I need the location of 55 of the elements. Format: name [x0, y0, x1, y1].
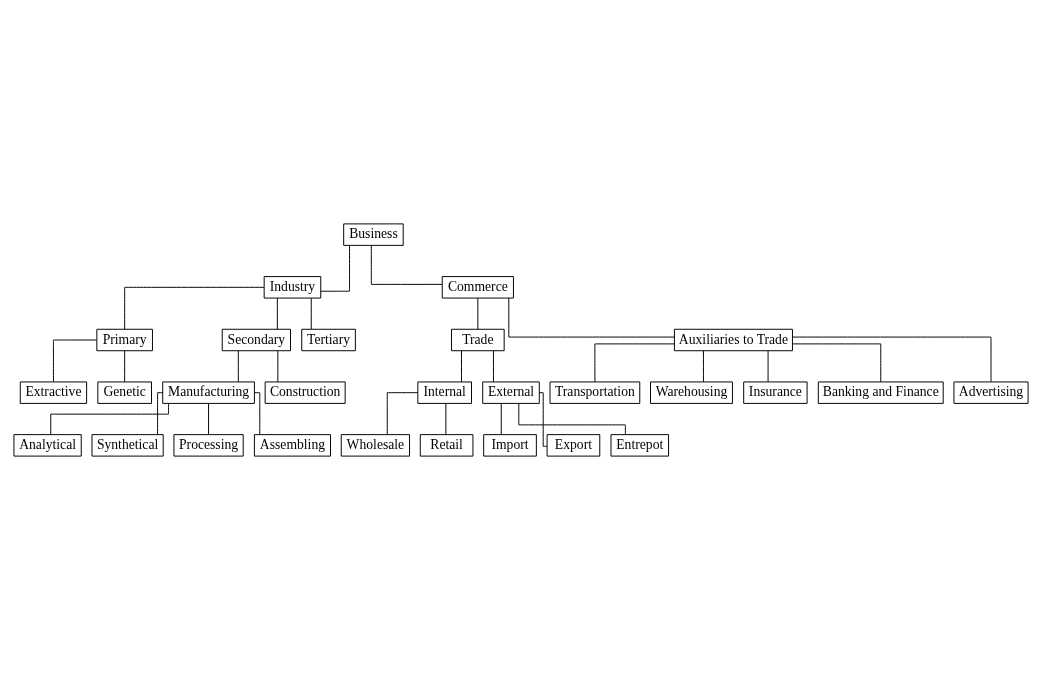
- node-box: Commerce: [441, 276, 514, 299]
- connector: [124, 286, 265, 330]
- node-box: Extractive: [19, 381, 88, 404]
- connector: [539, 392, 548, 447]
- connector: [500, 403, 502, 435]
- node-box: Entrepot: [610, 434, 670, 457]
- connector: [50, 402, 170, 435]
- node-box: Retail: [419, 434, 474, 457]
- connector: [254, 392, 261, 435]
- connector: [208, 403, 210, 435]
- connector: [310, 297, 312, 330]
- connector: [767, 350, 769, 383]
- node-box: Processing: [173, 434, 244, 457]
- node-box: Analytical: [13, 434, 82, 457]
- node-box: Secondary: [221, 328, 291, 352]
- node-box: Internal: [417, 381, 472, 404]
- connector: [52, 339, 97, 383]
- connector: [792, 336, 992, 383]
- node-box: Insurance: [743, 381, 808, 404]
- node-box: Auxiliaries to Trade: [673, 328, 793, 352]
- node-box: Banking and Finance: [817, 381, 944, 404]
- node-box: Wholesale: [340, 434, 411, 457]
- node-box: Tertiary: [301, 328, 356, 352]
- node-box: Advertising: [953, 381, 1029, 404]
- connector: [320, 245, 351, 292]
- node-box: Primary: [96, 328, 153, 352]
- node-box: Assembling: [253, 434, 331, 457]
- connector: [276, 297, 278, 330]
- connector: [124, 350, 126, 383]
- connector: [477, 297, 479, 330]
- connector: [461, 350, 462, 383]
- node-box: Export: [546, 434, 601, 457]
- node-box: Construction: [264, 381, 346, 404]
- connector: [508, 297, 675, 338]
- node-box: Business: [343, 223, 404, 246]
- connector: [702, 350, 704, 383]
- node-box: Manufacturing: [162, 381, 255, 404]
- node-box: Transportation: [549, 381, 641, 404]
- node-box: External: [482, 381, 540, 404]
- connector: [386, 392, 419, 435]
- node-box: Trade: [451, 328, 505, 352]
- connector: [518, 403, 626, 435]
- connector: [370, 244, 443, 285]
- node-box: Warehousing: [650, 381, 733, 404]
- connector: [792, 343, 882, 383]
- connector: [594, 343, 675, 383]
- connector: [277, 350, 279, 383]
- node-box: Synthetical: [91, 434, 164, 457]
- node-box: Industry: [263, 276, 322, 299]
- connector: [157, 392, 164, 435]
- connector: [445, 403, 447, 435]
- node-box: Genetic: [97, 381, 152, 404]
- connector: [492, 350, 494, 383]
- connector: [237, 350, 239, 383]
- node-box: Import: [483, 434, 537, 457]
